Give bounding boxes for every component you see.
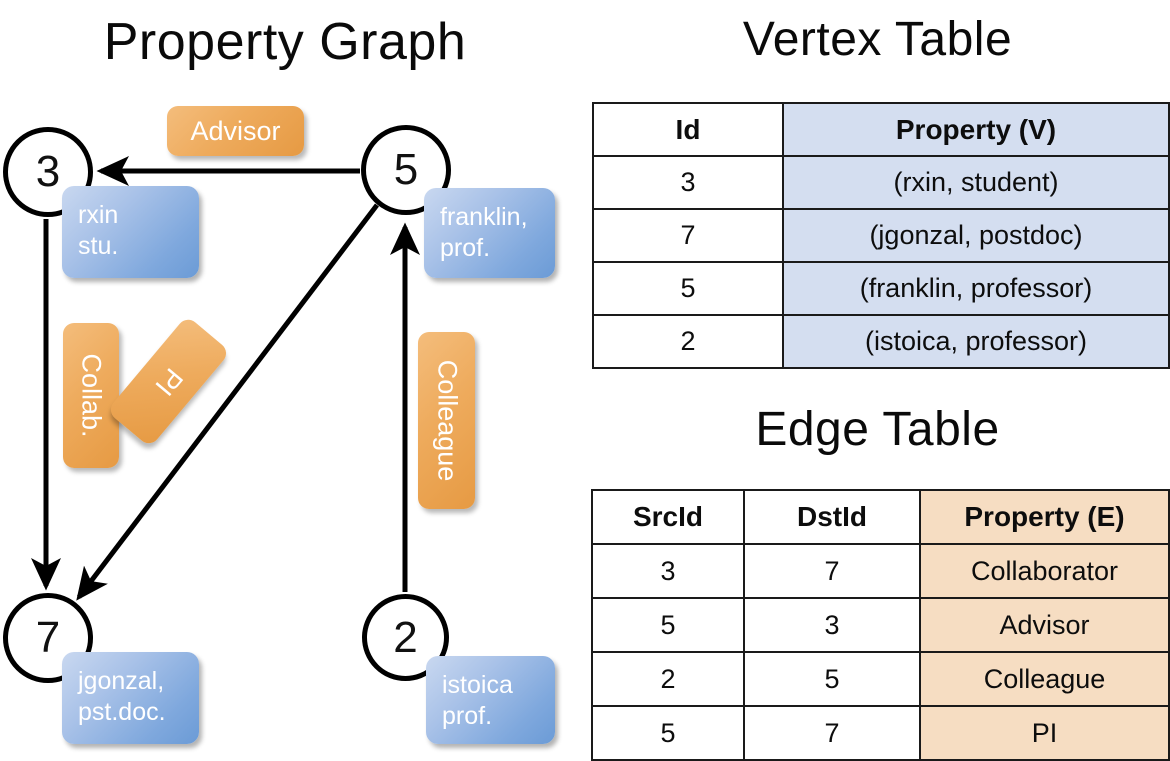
vertex-property-bubble-7-line1: jgonzal,	[78, 667, 165, 695]
edge-row-3-dst: 7	[743, 705, 921, 761]
edge-label-collab: Collab.	[63, 323, 119, 468]
graph-node-3-label: 3	[35, 147, 61, 196]
graph-node-5[interactable]: 5	[361, 125, 451, 215]
edge-label-advisor-text: Advisor	[190, 115, 281, 146]
vertex-table-header-property: Property (V)	[782, 102, 1170, 157]
edge-row-0-src: 3	[591, 543, 745, 599]
vertex-property-bubble-2-line2: prof.	[442, 702, 493, 730]
vertex-table-header-id: Id	[592, 102, 784, 157]
graph-node-5-label: 5	[393, 145, 419, 194]
vertex-property-bubble-5: franklin, prof.	[424, 188, 555, 278]
edge-row-2-property: Colleague	[919, 651, 1170, 707]
vertex-row-2-property: (franklin, professor)	[782, 261, 1170, 316]
table-row[interactable]: 5 3 Advisor	[591, 597, 1170, 653]
vertex-property-bubble-7-line2: pst.doc.	[78, 698, 166, 726]
edge-label-collab-text: Collab.	[76, 353, 107, 438]
edge-label-pi-text: PI	[149, 362, 189, 402]
vertex-row-1-id: 7	[592, 208, 784, 263]
table-row[interactable]: 3 (rxin, student)	[592, 155, 1170, 210]
table-row[interactable]: 2 5 Colleague	[591, 651, 1170, 707]
vertex-table: Id Property (V) 3 (rxin, student) 7 (jgo…	[592, 102, 1170, 369]
edge-row-1-src: 5	[591, 597, 745, 653]
edge-table-header-dstid: DstId	[743, 489, 921, 545]
page-title-vertex-table: Vertex Table	[742, 13, 1013, 66]
edge-row-1-property: Advisor	[919, 597, 1170, 653]
edge-table: SrcId DstId Property (E) 3 7 Collaborato…	[591, 489, 1170, 761]
table-row[interactable]: 5 7 PI	[591, 705, 1170, 761]
vertex-property-bubble-7: jgonzal, pst.doc.	[62, 652, 199, 744]
vertex-property-bubble-3: rxin stu.	[62, 186, 199, 278]
vertex-property-bubble-3-line2: stu.	[78, 232, 119, 260]
vertex-row-1-property: (jgonzal, postdoc)	[782, 208, 1170, 263]
table-row[interactable]: 5 (franklin, professor)	[592, 261, 1170, 316]
vertex-property-bubble-3-line1: rxin	[78, 201, 119, 229]
edge-row-3-src: 5	[591, 705, 745, 761]
graph-node-2-label: 2	[393, 612, 418, 662]
table-row[interactable]: 2 (istoica, professor)	[592, 314, 1170, 369]
vertex-row-3-id: 2	[592, 314, 784, 369]
vertex-property-bubble-2-line1: istoica	[442, 671, 513, 699]
edge-arrow-5-to-7	[76, 203, 379, 601]
edge-table-header-srcid: SrcId	[591, 489, 745, 545]
graph-edge-arrows	[31, 156, 420, 601]
vertex-property-bubble-5-line1: franklin,	[440, 203, 528, 231]
vertex-row-0-id: 3	[592, 155, 784, 210]
vertex-table-header-row: Id Property (V)	[592, 102, 1170, 157]
edge-table-header-row: SrcId DstId Property (E)	[591, 489, 1170, 545]
edge-label-advisor: Advisor	[167, 106, 304, 156]
edge-row-0-dst: 7	[743, 543, 921, 599]
graph-node-2[interactable]: 2	[362, 594, 449, 681]
edge-row-3-property: PI	[919, 705, 1170, 761]
vertex-property-bubble-5-line2: prof.	[440, 234, 491, 262]
vertex-property-bubble-2: istoica prof.	[426, 656, 555, 744]
edge-table-header-property: Property (E)	[919, 489, 1170, 545]
graph-node-7-label: 7	[35, 613, 61, 662]
vertex-row-0-property: (rxin, student)	[782, 155, 1170, 210]
vertex-row-3-property: (istoica, professor)	[782, 314, 1170, 369]
property-graph-diagram: 3 5 7 2 rxin stu. franklin, prof. jgonza…	[0, 0, 585, 760]
table-row[interactable]: 7 (jgonzal, postdoc)	[592, 208, 1170, 263]
edge-row-1-dst: 3	[743, 597, 921, 653]
edge-row-2-src: 2	[591, 651, 745, 707]
edge-label-colleague-text: Colleague	[432, 359, 462, 482]
edge-row-0-property: Collaborator	[919, 543, 1170, 599]
edge-row-2-dst: 5	[743, 651, 921, 707]
table-row[interactable]: 3 7 Collaborator	[591, 543, 1170, 599]
page-title-property-graph: Property Graph	[103, 13, 467, 71]
edge-label-colleague: Colleague	[418, 332, 475, 509]
page-title-edge-table: Edge Table	[755, 403, 1000, 456]
vertex-row-2-id: 5	[592, 261, 784, 316]
